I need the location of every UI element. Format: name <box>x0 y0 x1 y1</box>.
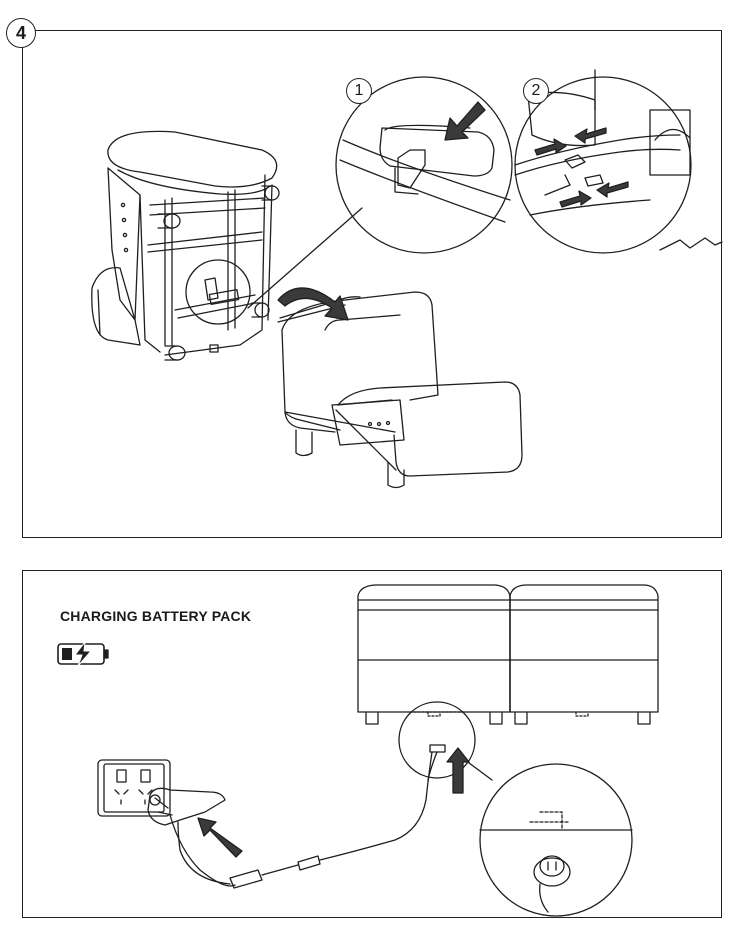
hand-plugging-charger <box>148 788 235 886</box>
callout-detail-2 <box>515 70 691 253</box>
charger-cable <box>178 752 432 888</box>
step-number-badge: 4 <box>6 18 36 48</box>
callout-detail-1 <box>336 77 512 253</box>
sofa-two-modules-back <box>358 585 658 724</box>
plug-detail-circle <box>399 702 492 780</box>
callout-number-1: 1 <box>346 78 372 104</box>
socket-zoom-circle <box>480 764 632 916</box>
assembly-step-panel <box>22 30 722 538</box>
charging-panel <box>22 570 722 918</box>
charging-title: CHARGING BATTERY PACK <box>60 608 252 624</box>
sofa-module-back-view <box>92 131 362 360</box>
callout-number-2: 2 <box>523 78 549 104</box>
battery-charging-icon <box>58 642 108 666</box>
sofa-module-front-view <box>278 292 522 488</box>
arrow-icon <box>445 102 628 207</box>
arrow-icon <box>278 288 348 320</box>
arrow-icon <box>198 748 469 857</box>
